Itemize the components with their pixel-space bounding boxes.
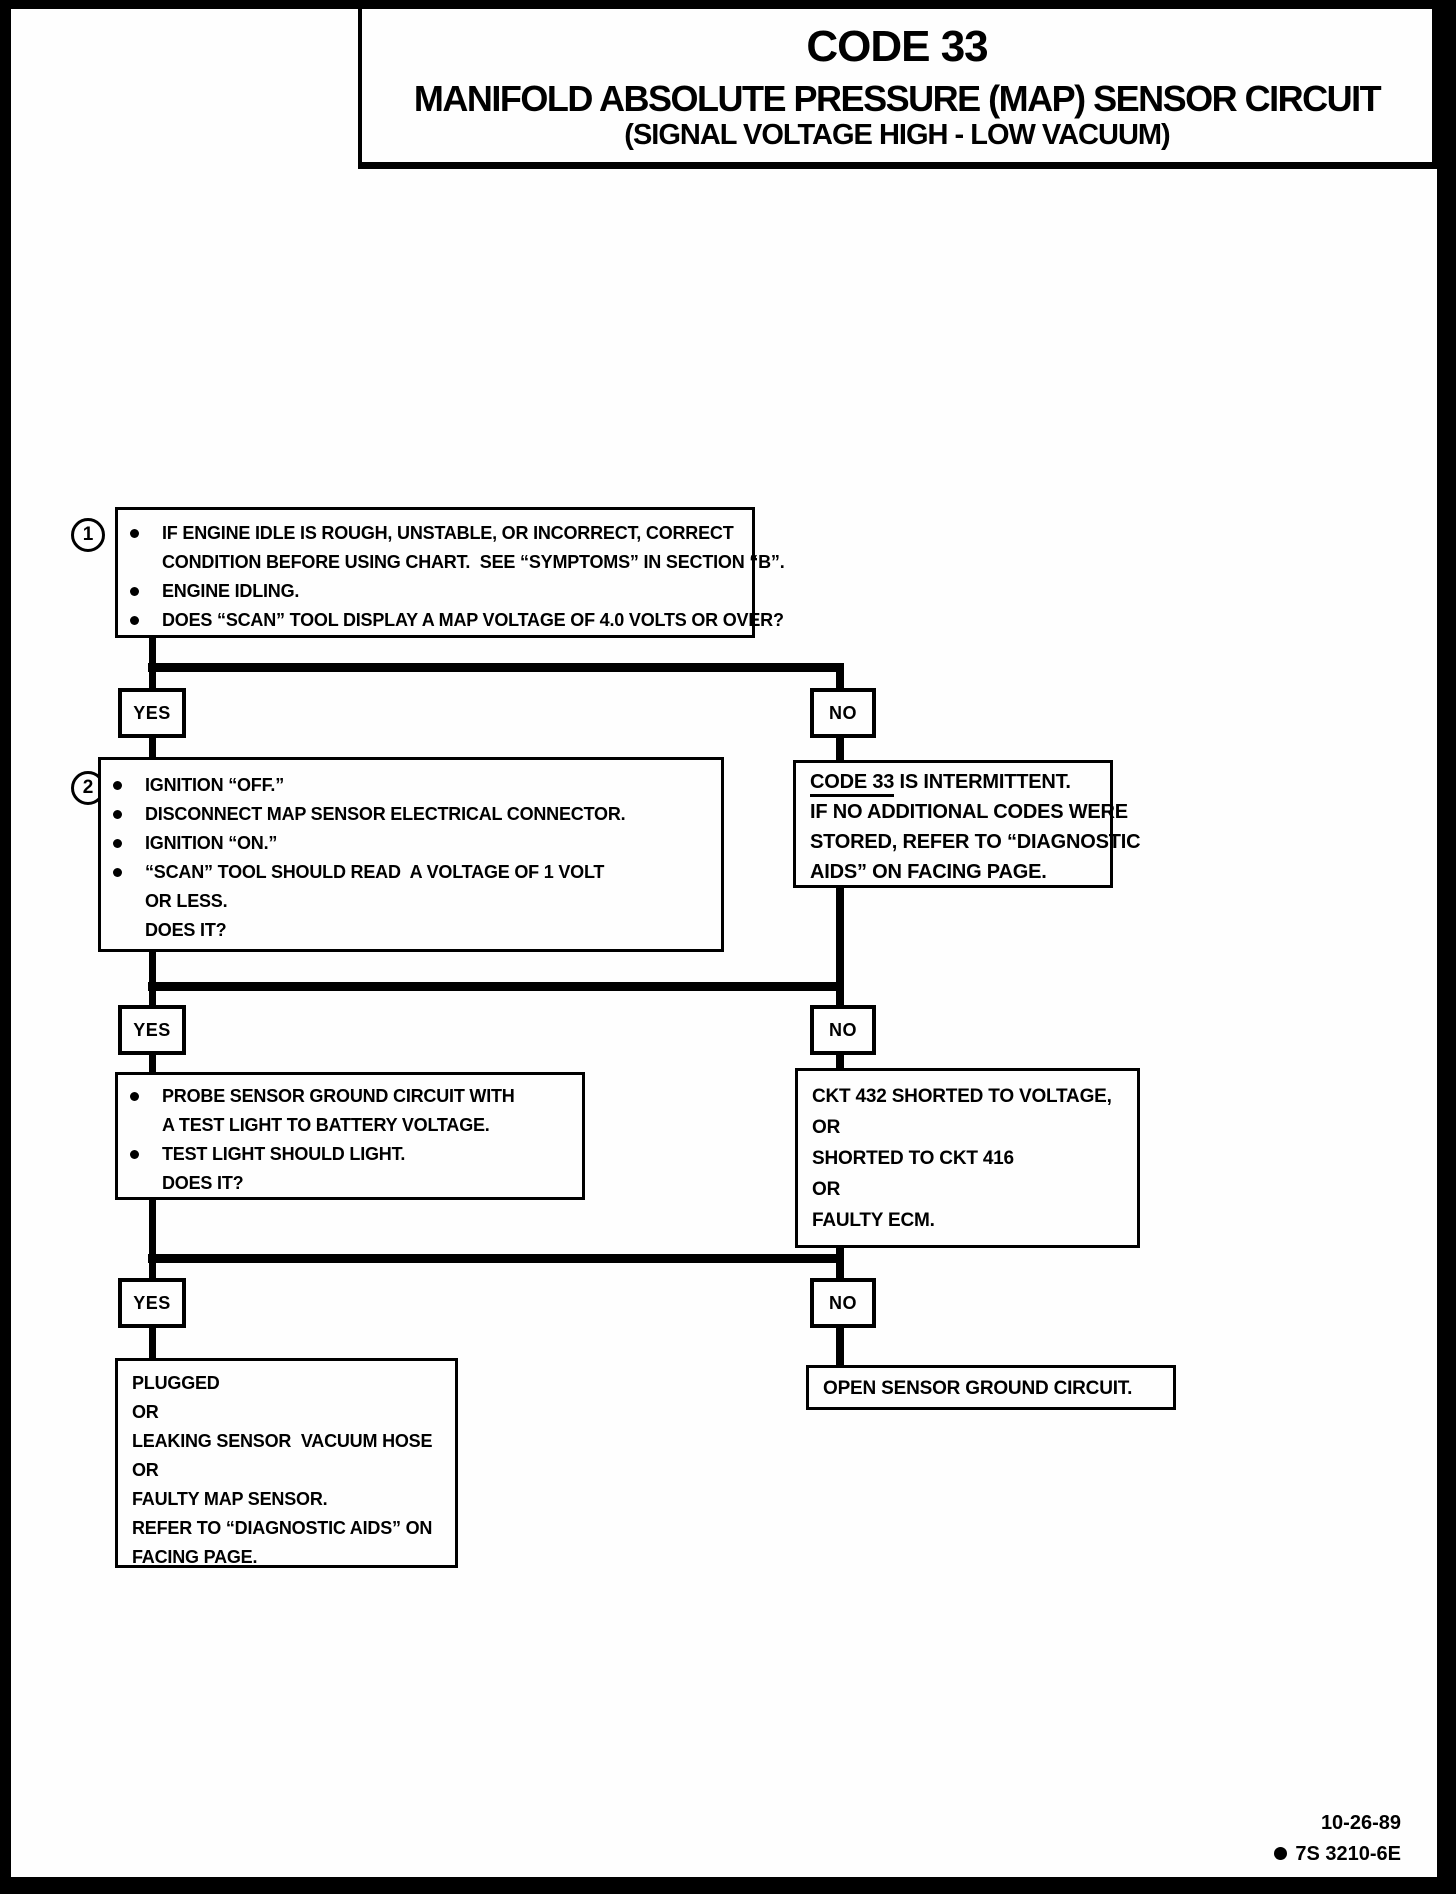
connector-line (836, 1328, 844, 1365)
box-text-item: ENGINE IDLING. (118, 577, 752, 606)
no-label-2: NO (810, 1005, 876, 1055)
bullet-icon (1274, 1847, 1288, 1860)
box-text-lines: ENGINE IDLING. (162, 581, 300, 601)
bullet-icon (113, 839, 122, 848)
no-label-3: NO (810, 1278, 876, 1328)
no-label-1: NO (810, 688, 876, 738)
document-number-row: 7S 3210-6E (1274, 1839, 1401, 1870)
code33-intermittent-box: CODE 33 IS INTERMITTENT.IF NO ADDITIONAL… (793, 760, 1141, 888)
page-border-top (0, 0, 1456, 9)
page-subtitle: (SIGNAL VOLTAGE HIGH - LOW VACUUM) (624, 119, 1170, 151)
connector-line (148, 1254, 844, 1263)
connector-line (148, 982, 844, 991)
revision-date: 10-26-89 (1320, 1812, 1401, 1834)
bullet-icon (113, 868, 122, 877)
underlined-text: CODE 33 (810, 771, 894, 797)
yes-label-1: YES (118, 688, 186, 738)
step-1-box: IF ENGINE IDLE IS ROUGH, UNSTABLE, OR IN… (115, 507, 785, 638)
connector-line (149, 738, 156, 757)
connector-line (836, 1055, 844, 1068)
bullet-icon (130, 587, 139, 596)
box-text-lines: OPEN SENSOR GROUND CIRCUIT. (823, 1378, 1133, 1399)
step-1-circle: 1 (71, 518, 105, 552)
connector-line (149, 1200, 156, 1278)
bullet-icon (130, 1092, 139, 1101)
yes-label-2: YES (118, 1005, 186, 1055)
connector-line (149, 950, 156, 1005)
connector-line (149, 1055, 156, 1072)
page-border-right (1437, 0, 1456, 1894)
box-text-lines: IGNITION “ON.” (145, 833, 278, 853)
box-text-lines: DOES “SCAN” TOOL DISPLAY A MAP VOLTAGE O… (162, 610, 784, 630)
page-border-bottom (0, 1877, 1456, 1894)
connector-line (148, 663, 844, 672)
bullet-icon (130, 529, 139, 538)
box-text-lines: “SCAN” TOOL SHOULD READ A VOLTAGE OF 1 V… (145, 862, 605, 940)
page-title: MANIFOLD ABSOLUTE PRESSURE (MAP) SENSOR … (413, 78, 1382, 119)
open-ground-box: OPEN SENSOR GROUND CIRCUIT. (806, 1365, 1176, 1410)
box-text-item: IF ENGINE IDLE IS ROUGH, UNSTABLE, OR IN… (118, 519, 785, 577)
connector-line (149, 1328, 156, 1358)
box-text-item: IGNITION “ON.” (101, 829, 721, 858)
code-title: CODE 33 (806, 22, 988, 71)
bullet-icon (130, 1150, 139, 1159)
box-text-item: DISCONNECT MAP SENSOR ELECTRICAL CONNECT… (101, 800, 721, 829)
bullet-icon (113, 781, 122, 790)
box-text-lines: DISCONNECT MAP SENSOR ELECTRICAL CONNECT… (145, 804, 626, 824)
box-text-item: “SCAN” TOOL SHOULD READ A VOLTAGE OF 1 V… (101, 858, 721, 945)
box-text-lines: IF ENGINE IDLE IS ROUGH, UNSTABLE, OR IN… (162, 523, 785, 572)
title-box: CODE 33 MANIFOLD ABSOLUTE PRESSURE (MAP)… (358, 9, 1437, 169)
page-footer: 10-26-89 7S 3210-6E (1274, 1808, 1401, 1870)
connector-line (836, 888, 844, 1005)
connector-line (836, 1246, 844, 1278)
bullet-icon (113, 810, 122, 819)
box-text-item: CODE 33 IS INTERMITTENT.IF NO ADDITIONAL… (796, 767, 1141, 887)
box-text-item: DOES “SCAN” TOOL DISPLAY A MAP VOLTAGE O… (118, 606, 784, 635)
box-text-item: IGNITION “OFF.” (101, 771, 721, 800)
box-text-lines: CODE 33 IS INTERMITTENT.IF NO ADDITIONAL… (810, 771, 1141, 883)
page-border-left (0, 0, 11, 1894)
connector-line (149, 636, 156, 688)
box-text-item: TEST LIGHT SHOULD LIGHT.DOES IT? (118, 1140, 582, 1198)
document-number: 7S 3210-6E (1295, 1843, 1401, 1865)
yes-label-3: YES (118, 1278, 186, 1328)
bullet-icon (130, 616, 139, 625)
connector-line (836, 663, 844, 688)
box-text-lines: TEST LIGHT SHOULD LIGHT.DOES IT? (162, 1144, 406, 1193)
connector-line (836, 738, 844, 760)
step-2-box: IGNITION “OFF.” DISCONNECT MAP SENSOR ELE… (98, 757, 724, 952)
box-text-lines: IGNITION “OFF.” (145, 775, 284, 795)
box-text-item: OPEN SENSOR GROUND CIRCUIT. (809, 1374, 1173, 1403)
